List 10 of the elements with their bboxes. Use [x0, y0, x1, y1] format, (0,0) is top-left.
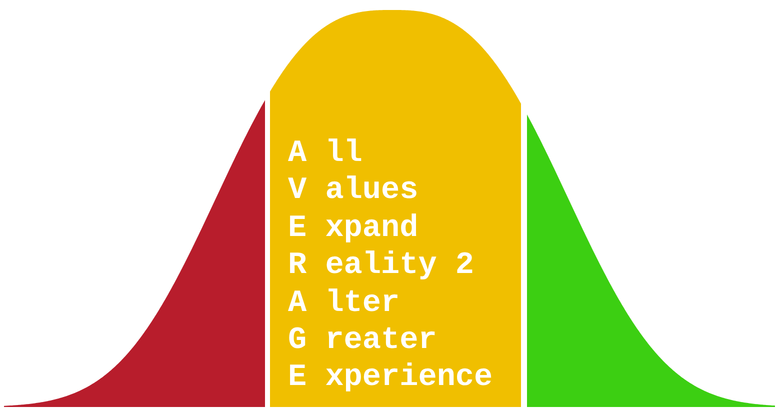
acrostic-line: E xpand: [288, 210, 418, 248]
left-tail-area: [4, 100, 265, 407]
acrostic-line: R eality 2: [288, 247, 474, 285]
center-area: [270, 10, 521, 407]
acrostic-line: G reater: [288, 322, 437, 360]
acrostic-line: A ll: [288, 135, 362, 172]
acrostic-line: A lter: [288, 284, 400, 322]
acrostic-line: E xperience: [288, 359, 493, 397]
acrostic-line: V alues: [288, 172, 418, 210]
right-tail-area: [527, 114, 775, 407]
